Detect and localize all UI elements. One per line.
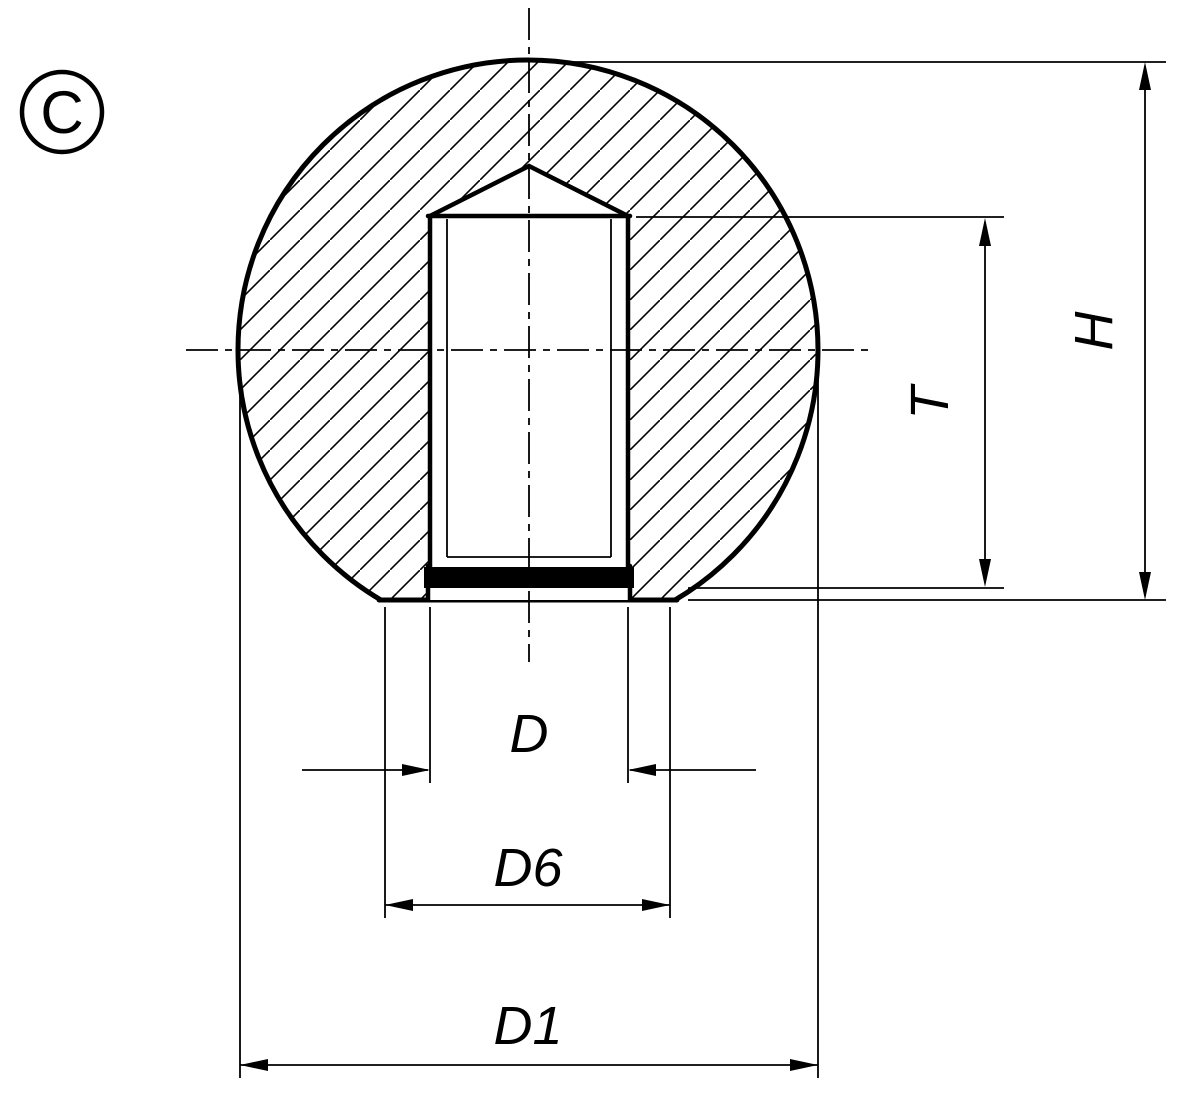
view-label-circle	[19, 69, 105, 155]
dimension-T: T	[636, 216, 1004, 589]
arrowhead-right-icon	[402, 764, 430, 776]
arrowhead-left-icon	[385, 899, 413, 911]
arrowhead-right-icon	[642, 899, 670, 911]
arrowhead-right-icon	[790, 1059, 818, 1071]
dimension-D: D	[302, 607, 756, 783]
arrowhead-up-icon	[979, 218, 991, 246]
dimension-label-D1: D1	[493, 996, 562, 1056]
dimension-label-D: D	[510, 704, 549, 764]
view-label: C	[19, 69, 105, 155]
arrowhead-down-icon	[1139, 572, 1151, 600]
view-label-letter: C	[40, 79, 83, 146]
bottom-cutoff-mask	[345, 600, 710, 655]
arrowhead-down-icon	[979, 559, 991, 587]
dimension-label-D6: D6	[493, 838, 563, 898]
drill-point-icon	[427, 163, 631, 219]
arrowhead-left-icon	[628, 764, 656, 776]
dimension-H: H	[542, 61, 1166, 601]
dimension-label-H: H	[1064, 311, 1124, 351]
arrowhead-up-icon	[1139, 62, 1151, 90]
dimension-D1: D1	[239, 366, 819, 1078]
arrowhead-left-icon	[240, 1059, 268, 1071]
centerlines	[186, 8, 872, 662]
dimension-label-T: T	[900, 383, 960, 420]
dimension-D6: D6	[384, 607, 671, 918]
